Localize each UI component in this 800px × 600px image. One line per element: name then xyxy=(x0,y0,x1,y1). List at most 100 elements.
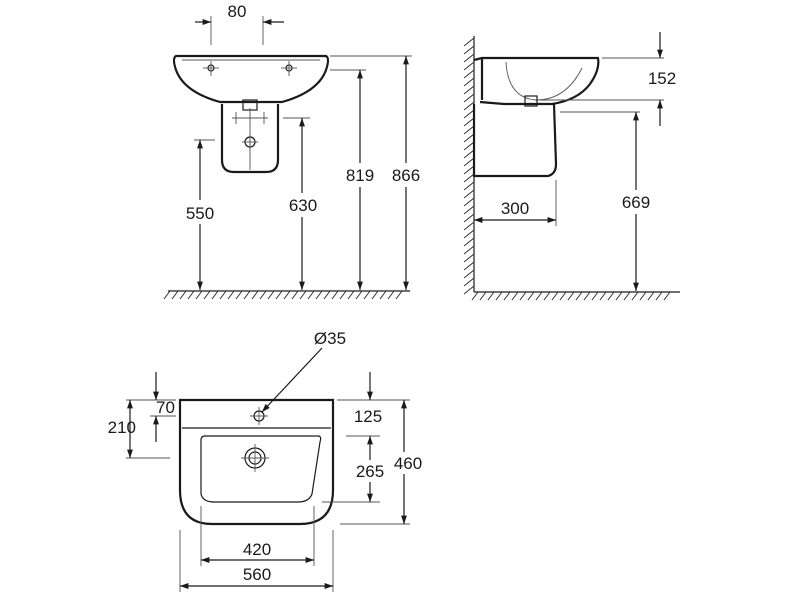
tap-hole-diameter-label: Ø35 xyxy=(314,329,346,348)
hatch-stroke xyxy=(463,61,475,71)
hatch-stroke xyxy=(463,189,475,199)
hatch-stroke xyxy=(583,291,591,301)
hatch-stroke xyxy=(187,290,195,300)
hatch-stroke xyxy=(463,141,475,151)
hatch-stroke xyxy=(227,290,235,300)
hatch-stroke xyxy=(339,290,347,300)
hatch-stroke xyxy=(503,291,511,301)
hatch-stroke xyxy=(463,285,475,295)
hatch-stroke xyxy=(471,291,479,301)
floor-to-rim-label: 866 xyxy=(392,166,420,185)
hatch-stroke xyxy=(379,290,387,300)
hatch-stroke xyxy=(463,125,475,135)
hatch-stroke xyxy=(463,253,475,263)
front-tap-hole-left xyxy=(203,61,219,76)
hatch-stroke xyxy=(171,290,179,300)
side-floor-hatch xyxy=(471,291,671,301)
hatch-stroke xyxy=(179,290,187,300)
hatch-stroke xyxy=(299,290,307,300)
hatch-stroke xyxy=(559,291,567,301)
floor-to-pedestal-label: 630 xyxy=(289,196,317,215)
hatch-stroke xyxy=(267,290,275,300)
front-floor-hatch xyxy=(163,290,403,300)
hatch-stroke xyxy=(607,291,615,301)
hatch-stroke xyxy=(355,290,363,300)
hatch-stroke xyxy=(463,205,475,215)
hatch-stroke xyxy=(371,290,379,300)
hatch-stroke xyxy=(463,277,475,287)
hatch-stroke xyxy=(463,165,475,175)
hatch-stroke xyxy=(463,221,475,231)
hatch-stroke xyxy=(463,245,475,255)
hatch-stroke xyxy=(463,133,475,143)
rim-depth-back-label: 125 xyxy=(354,407,382,426)
hatch-stroke xyxy=(487,291,495,301)
hatch-stroke xyxy=(623,291,631,301)
hatch-stroke xyxy=(479,291,487,301)
hatch-stroke xyxy=(275,290,283,300)
hatch-stroke xyxy=(315,290,323,300)
hatch-stroke xyxy=(211,290,219,300)
hatch-stroke xyxy=(463,93,475,103)
hatch-stroke xyxy=(235,290,243,300)
hatch-stroke xyxy=(363,290,371,300)
projection-label: 300 xyxy=(501,199,529,218)
waste-from-back-label: 210 xyxy=(108,418,136,437)
hatch-stroke xyxy=(495,291,503,301)
tap-spacing-label: 80 xyxy=(228,2,247,21)
hatch-stroke xyxy=(551,291,559,301)
hatch-stroke xyxy=(567,291,575,301)
hatch-stroke xyxy=(631,291,639,301)
tap-hole-from-back-label: 70 xyxy=(156,398,175,417)
hatch-stroke xyxy=(511,291,519,301)
front-basin-outline xyxy=(172,54,330,104)
floor-to-underside-label: 669 xyxy=(622,193,650,212)
hatch-stroke xyxy=(647,291,655,301)
basin-height-label: 152 xyxy=(648,69,676,88)
hatch-stroke xyxy=(463,173,475,183)
hatch-stroke xyxy=(463,213,475,223)
hatch-stroke xyxy=(463,261,475,271)
floor-to-basin-bottom-label: 819 xyxy=(346,166,374,185)
floor-to-waste-label: 550 xyxy=(186,204,214,223)
hatch-stroke xyxy=(463,45,475,55)
hatch-stroke xyxy=(395,290,403,300)
hatch-stroke xyxy=(283,290,291,300)
hatch-stroke xyxy=(463,77,475,87)
overall-depth-label: 460 xyxy=(394,454,422,473)
hatch-stroke xyxy=(259,290,267,300)
hatch-stroke xyxy=(463,85,475,95)
hatch-stroke xyxy=(463,37,475,47)
hatch-stroke xyxy=(203,290,211,300)
hatch-stroke xyxy=(347,290,355,300)
hatch-stroke xyxy=(591,291,599,301)
side-view: 152 300 669 xyxy=(463,32,680,301)
hatch-stroke xyxy=(463,229,475,239)
plan-waste-outlet xyxy=(241,444,269,472)
hatch-stroke xyxy=(615,291,623,301)
hatch-stroke xyxy=(323,290,331,300)
hatch-stroke xyxy=(387,290,395,300)
plan-basin-outline xyxy=(178,398,335,526)
hatch-stroke xyxy=(535,291,543,301)
front-pedestal-outline xyxy=(220,104,280,174)
hatch-stroke xyxy=(463,69,475,79)
hatch-stroke xyxy=(163,290,171,300)
hatch-stroke xyxy=(195,290,203,300)
hatch-stroke xyxy=(463,197,475,207)
plan-bowl-outline xyxy=(200,435,322,503)
hatch-stroke xyxy=(599,291,607,301)
overall-width-label: 560 xyxy=(243,565,271,584)
hatch-stroke xyxy=(463,117,475,127)
hatch-stroke xyxy=(307,290,315,300)
hatch-stroke xyxy=(655,291,663,301)
front-view: 80 550 630 819 866 xyxy=(163,2,426,300)
hatch-stroke xyxy=(527,291,535,301)
bowl-depth-label: 265 xyxy=(356,462,384,481)
hatch-stroke xyxy=(219,290,227,300)
hatch-stroke xyxy=(243,290,251,300)
front-tap-hole-right xyxy=(281,61,297,76)
hatch-stroke xyxy=(291,290,299,300)
hatch-stroke xyxy=(575,291,583,301)
